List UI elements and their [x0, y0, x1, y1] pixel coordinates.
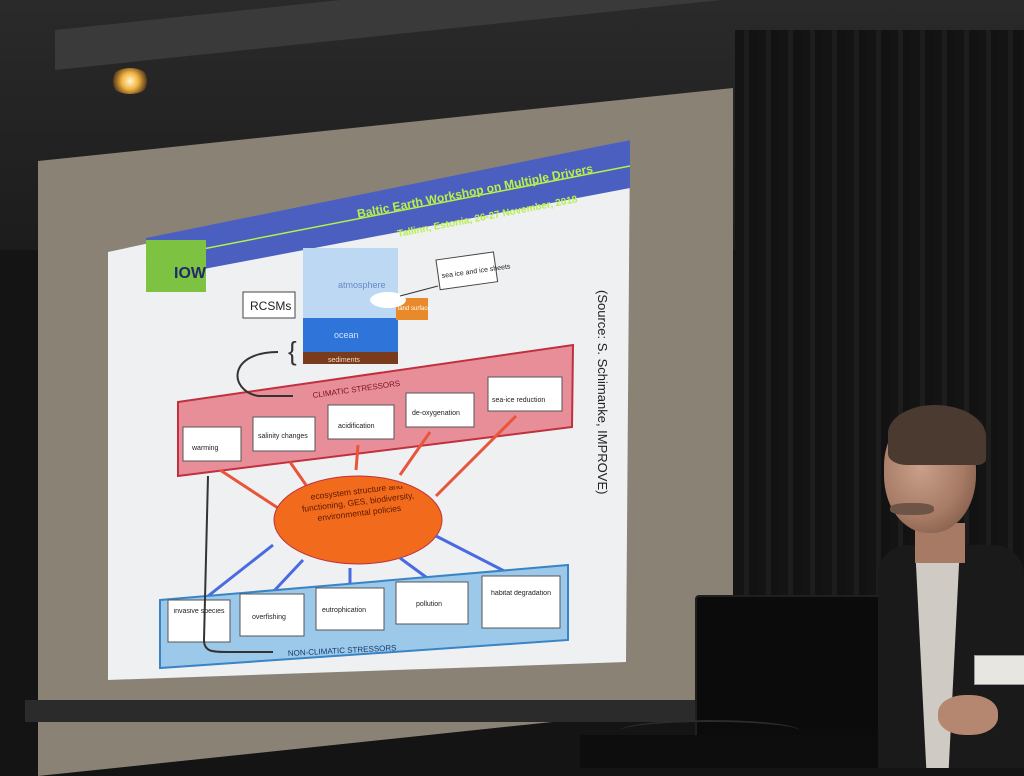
stressor-box-overfishing [239, 593, 305, 637]
stressor-box-invasive [167, 599, 231, 643]
projected-slide: Baltic Earth Workshop on Multiple Driver… [108, 140, 630, 680]
stressor-box-sea-ice [487, 376, 563, 412]
ceiling-light [110, 68, 150, 94]
red-arrow [398, 431, 432, 476]
header-rule [145, 165, 630, 261]
stressor-box-pollution [395, 581, 469, 625]
iow-logo [146, 240, 206, 292]
feedback-loop-top [236, 351, 293, 397]
ecosystem-text: ecosystem structure and functioning, GES… [301, 486, 415, 524]
stressor-deoxygenation: de-oxygenation [412, 410, 460, 417]
red-arrow [434, 414, 518, 498]
rcsm-box [242, 291, 296, 319]
stressor-box-warming [182, 426, 242, 462]
cloud-shape [370, 292, 406, 308]
red-arrow [219, 468, 279, 510]
climatic-stressor-list: warming salinity changes acidification d… [182, 376, 563, 462]
presenter-hair [888, 405, 986, 465]
stressor-invasive: invasive species [173, 608, 225, 615]
ecosystem-text-box: ecosystem structure and functioning, GES… [301, 486, 415, 524]
presenter [860, 405, 1024, 768]
stressor-overfishing: overfishing [252, 614, 286, 621]
laptop-cable [620, 720, 800, 742]
red-arrow [354, 444, 360, 471]
stressor-sea-ice: sea-ice reduction [492, 397, 545, 404]
land-surface-label: land surface [398, 306, 431, 312]
sea-ice-pointer [399, 285, 439, 297]
climatic-arrows [219, 414, 518, 510]
atmosphere-label: atmosphere [338, 280, 386, 290]
stressor-box-eutrophication [315, 587, 385, 631]
feedback-loop-bottom [202, 475, 273, 653]
stressor-box-deoxygenation [405, 392, 475, 428]
ocean-block [303, 318, 398, 354]
rcsm-label: RCSMs [250, 299, 291, 313]
ocean-label: ocean [334, 330, 359, 340]
atmosphere-block [303, 248, 398, 320]
stressor-box-acidification [327, 404, 395, 440]
brace-glyph: { [288, 336, 297, 366]
slide-header [146, 140, 630, 280]
stressor-pollution: pollution [416, 601, 442, 608]
presenter-mustache [890, 503, 934, 515]
stressor-acidification: acidification [338, 423, 375, 430]
stressor-salinity: salinity changes [258, 433, 308, 440]
name-badge [974, 655, 1024, 685]
ecosystem-ellipse [273, 475, 443, 565]
sediments-label: sediments [328, 357, 360, 364]
stressor-warming: warming [191, 445, 219, 452]
blue-arrow [202, 543, 274, 602]
sediments-block [303, 352, 398, 364]
blue-arrow [271, 558, 305, 594]
slide-canvas: Baltic Earth Workshop on Multiple Driver… [108, 140, 630, 680]
source-credit: (Source: S. Schimanke, IMPROVE) [595, 290, 610, 494]
stressor-box-habitat [481, 575, 561, 629]
stressor-eutrophication: eutrophication [322, 607, 366, 614]
presenter-hand [938, 695, 998, 735]
stressor-box-salinity [252, 416, 316, 452]
red-arrow [288, 461, 308, 486]
stressor-habitat: habitat degradation [491, 590, 551, 597]
sea-ice-box [435, 251, 499, 291]
nonclimatic-stressor-list: invasive species overfishing eutrophicat… [167, 575, 561, 643]
iow-logo-text: IOW [174, 265, 207, 282]
screen-bottom-bar [25, 700, 735, 722]
